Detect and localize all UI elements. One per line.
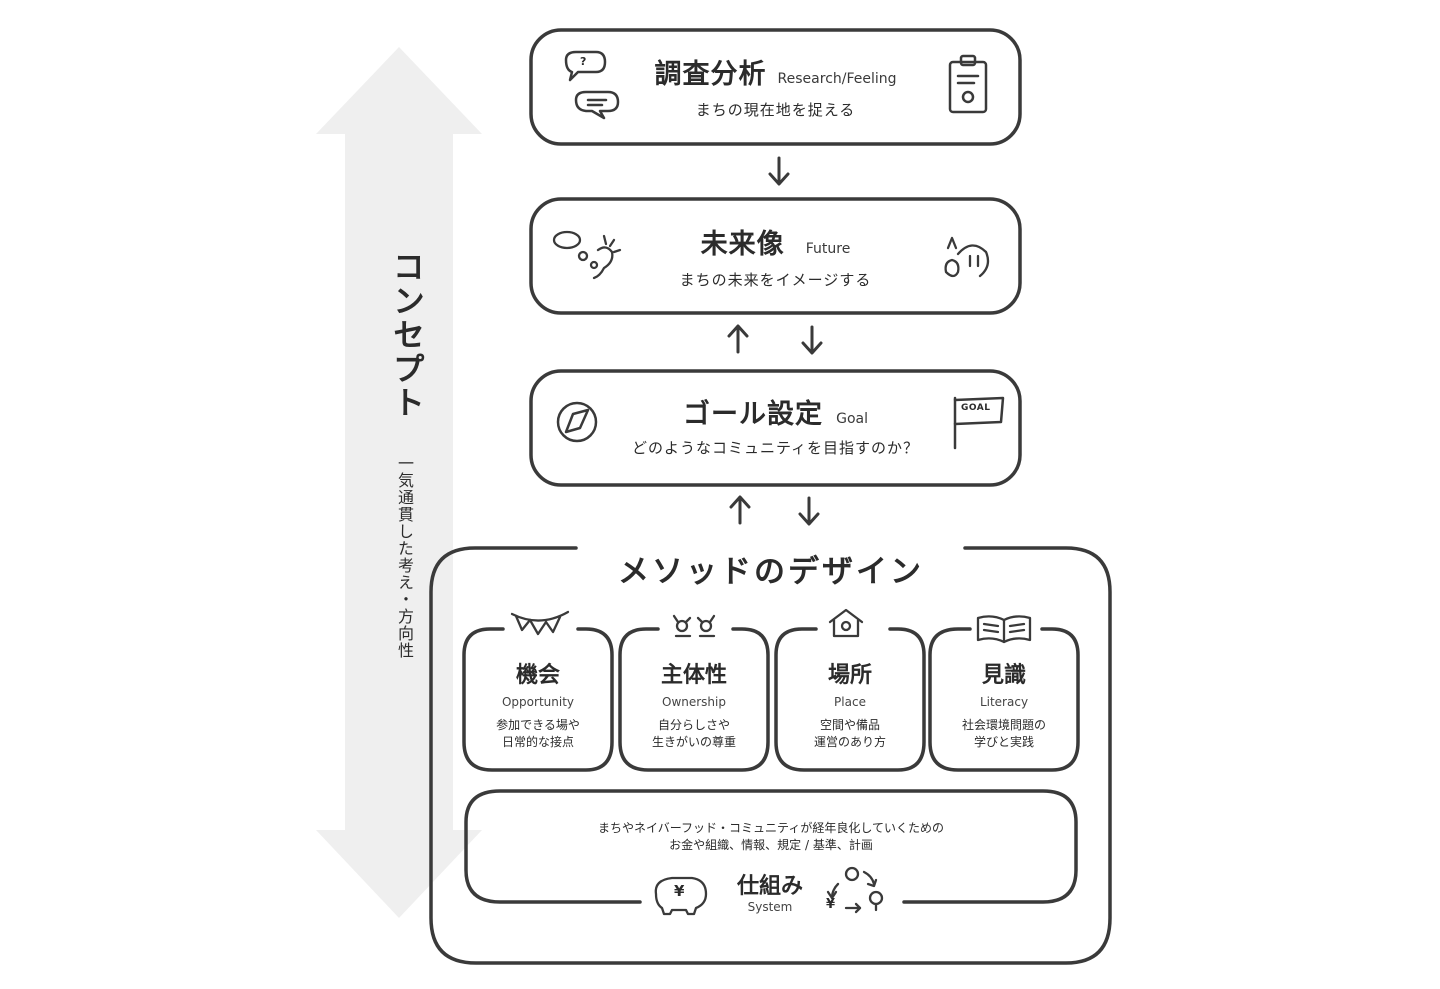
card-desc-place-line2: 運営のあり方	[813, 735, 886, 749]
bunting-icon	[510, 610, 570, 636]
step-title-en-goal: Goal	[836, 411, 868, 427]
step-desc-future: まちの未来をイメージする	[679, 271, 872, 289]
system-title-en: System	[747, 900, 793, 914]
step-desc-goal: どのようなコミュニティを目指すのか？	[631, 439, 920, 457]
system-desc-line1: まちやネイバーフッド・コミュニティが経年良化していくための	[598, 821, 944, 835]
card-desc-opportunity-line2: 日常的な接点	[501, 735, 574, 749]
system-box	[464, 789, 1078, 904]
money-cycle-icon	[826, 866, 884, 914]
open-book-icon	[976, 615, 1032, 644]
arrow-up-2	[727, 324, 749, 354]
card-box-literacy	[928, 627, 1080, 772]
clipboard-icon	[948, 54, 988, 114]
arrow-up-3	[729, 495, 751, 525]
speech-bubbles-icon	[564, 50, 620, 120]
sparkle-face-icon	[944, 236, 990, 278]
card-box-ownership	[618, 627, 770, 772]
card-box-place	[774, 627, 926, 772]
card-title-opportunity: 機会	[515, 663, 560, 688]
yen-symbol-cycle: ¥	[826, 897, 836, 912]
card-title-place: 場所	[827, 663, 872, 688]
house-icon	[828, 608, 864, 638]
system-desc-line2: お金や組織、情報、規定 / 基準、計画	[669, 838, 873, 852]
card-title-ownership: 主体性	[660, 663, 727, 688]
cheering-people-icon	[672, 614, 716, 638]
card-desc-literacy-line1: 社会環境問題の	[961, 718, 1046, 732]
card-title-literacy: 見識	[981, 663, 1026, 688]
goal-flag-icon	[953, 396, 1005, 450]
method-box	[429, 546, 1112, 965]
step-title-en-future: Future	[805, 241, 851, 257]
yen-symbol-piggy: ¥	[674, 882, 685, 900]
card-box-opportunity	[462, 627, 614, 772]
piggy-bank-icon	[654, 876, 708, 916]
arrow-down-2	[801, 325, 823, 355]
system-title: 仕組み	[736, 874, 803, 899]
arrow-down-1	[768, 156, 790, 186]
card-desc-place-line1: 空間や備品	[819, 718, 880, 732]
goal-flag-text: GOAL	[961, 403, 991, 413]
concept-title: コンセプト	[388, 250, 426, 420]
arrow-down-3	[798, 496, 820, 526]
card-title-en-ownership: Ownership	[662, 695, 726, 709]
step-title-research: 調査分析	[654, 59, 767, 90]
step-title-en-research: Research/Feeling	[777, 71, 897, 87]
card-title-en-literacy: Literacy	[979, 695, 1029, 709]
thought-cloud-icon	[552, 230, 622, 280]
card-title-en-place: Place	[834, 695, 866, 709]
step-title-future: 未来像	[700, 229, 785, 260]
concept-subtitle: 一気通貫した考え・方向性	[395, 455, 414, 659]
card-title-en-opportunity: Opportunity	[501, 695, 574, 709]
card-desc-ownership-line1: 自分らしさや	[657, 718, 730, 732]
question-mark-glyph: ?	[580, 55, 587, 68]
step-box-goal	[529, 369, 1022, 487]
card-desc-opportunity-line1: 参加できる場や	[496, 718, 580, 732]
step-title-goal: ゴール設定	[683, 399, 823, 430]
card-desc-ownership-line2: 生きがいの尊重	[651, 735, 736, 749]
step-box-future	[529, 197, 1022, 315]
card-desc-literacy-line2: 学びと実践	[973, 735, 1034, 749]
method-title: メソッドのデザイン	[618, 554, 924, 590]
step-desc-research: まちの現在地を捉える	[695, 101, 856, 119]
compass-icon	[556, 401, 598, 443]
step-box-research	[529, 28, 1022, 146]
